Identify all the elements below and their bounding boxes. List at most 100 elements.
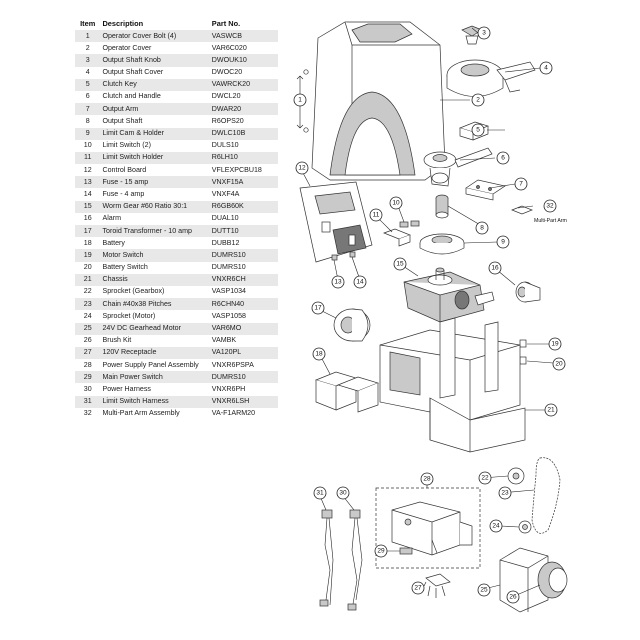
cell-part-no: R6GB60K: [211, 200, 278, 213]
cell-description: Limit Switch Harness: [100, 395, 212, 408]
callout-19: 19: [548, 337, 562, 351]
power-supply-panel-box: [375, 487, 481, 569]
cell-description: Alarm: [102, 214, 121, 223]
cell-item: 20: [83, 263, 92, 272]
cell-part-no: DULS10: [211, 141, 239, 150]
callout-number: 9: [501, 239, 505, 246]
cell-part-no: DWLC10B: [211, 127, 278, 140]
cell-item: 24: [83, 311, 92, 320]
cell-part-no: DWCL20: [211, 92, 241, 101]
cell-description: Motor Switch: [100, 249, 212, 262]
cell-item: 32: [83, 409, 92, 418]
sprocket-motor-drawing: [518, 520, 532, 534]
cell-part-no: VNXF4A: [211, 189, 240, 198]
cell-part-no: VAWRCK20: [211, 78, 278, 91]
cell-item: 7: [75, 103, 101, 116]
callout-12: 12: [295, 161, 309, 175]
cell-description: Battery Switch: [102, 263, 148, 272]
cell-part-no: DWOC20: [211, 68, 243, 77]
callout-circle: [477, 26, 491, 40]
callout-26: 26: [506, 590, 520, 604]
callout-3: 3: [477, 26, 491, 40]
cell-item: 10: [83, 141, 92, 150]
cell-item: 16: [83, 214, 92, 223]
table-row: 10 Limit Switch (2) DULS10: [75, 140, 278, 152]
callout-circle: [496, 235, 510, 249]
cell-item: 25: [75, 322, 101, 335]
chassis-drawing: [379, 317, 526, 453]
limit-switch-holder-drawing: [383, 228, 411, 247]
callout-number: 2: [476, 97, 480, 104]
cell-description: Battery: [102, 238, 125, 247]
callout-number: 3: [482, 30, 486, 37]
cell-description: Power Harness: [102, 384, 151, 393]
cell-description: Clutch and Handle: [102, 92, 161, 101]
cell-description: Output Arm: [100, 103, 212, 116]
callout-circle: [353, 275, 367, 289]
cell-item: 11: [75, 151, 101, 165]
callout-5: 5: [471, 123, 485, 137]
callout-23: 23: [498, 486, 512, 500]
callout-number: 29: [377, 548, 385, 555]
cell-part-no: R6OPS20: [211, 116, 244, 125]
callout-number: 19: [551, 341, 559, 348]
cell-item: 13: [75, 176, 101, 189]
cell-item: 9: [75, 127, 101, 140]
callout-circle: [336, 486, 350, 500]
cell-part-no: VASP1034: [211, 287, 246, 296]
callout-number: 18: [315, 351, 323, 358]
cell-description: 24V DC Gearhead Motor: [100, 322, 212, 335]
chain-drawing: [531, 457, 561, 534]
callout-circle: [389, 196, 403, 210]
output-shaft-drawing: [435, 194, 449, 219]
cell-description: Limit Switch (2): [102, 141, 151, 150]
callout-number: 21: [547, 407, 555, 414]
cell-part-no: VASP1058: [211, 311, 246, 320]
cell-item: 28: [83, 360, 92, 369]
cell-part-no: DUMRS10: [211, 371, 278, 384]
column-header-item: Item: [80, 19, 96, 29]
callout-number: 31: [316, 490, 324, 497]
receptacle-drawing: [425, 573, 451, 598]
cell-part-no: VNXF15A: [211, 176, 278, 189]
callout-number: 20: [555, 361, 563, 368]
cell-part-no: DUTT10: [211, 225, 278, 238]
cell-item: 22: [83, 287, 92, 296]
callout-number: 28: [423, 476, 431, 483]
callout-number: 13: [334, 279, 342, 286]
cell-item: 27: [75, 346, 101, 360]
cell-part-no: DUAL10: [211, 214, 239, 223]
callout-6: 6: [496, 151, 510, 165]
column-header-part-no: Part No.: [211, 19, 241, 29]
callout-16: 16: [488, 261, 502, 275]
callout-circle: [393, 257, 407, 271]
callout-circle: [552, 357, 566, 371]
callout-circle: [543, 199, 557, 213]
worm-gear-drawing: [403, 267, 495, 323]
control-board-drawing: [299, 181, 373, 263]
cell-description: Output Shaft: [102, 116, 143, 125]
callout-number: 12: [298, 165, 306, 172]
callout-25: 25: [477, 583, 491, 597]
cell-part-no: DUMRS10: [211, 249, 278, 262]
callout-number: 30: [339, 490, 347, 497]
fuse-15a-drawing: [331, 254, 338, 261]
cell-item: 29: [75, 371, 101, 384]
cell-description: Toroid Transformer - 10 amp: [100, 225, 212, 238]
callout-circle: [544, 403, 558, 417]
callout-circle: [548, 337, 562, 351]
callout-circle: [471, 93, 485, 107]
cell-part-no: VNXR6PH: [211, 384, 246, 393]
cell-description: Chain #40x38 Pitches: [100, 298, 212, 311]
